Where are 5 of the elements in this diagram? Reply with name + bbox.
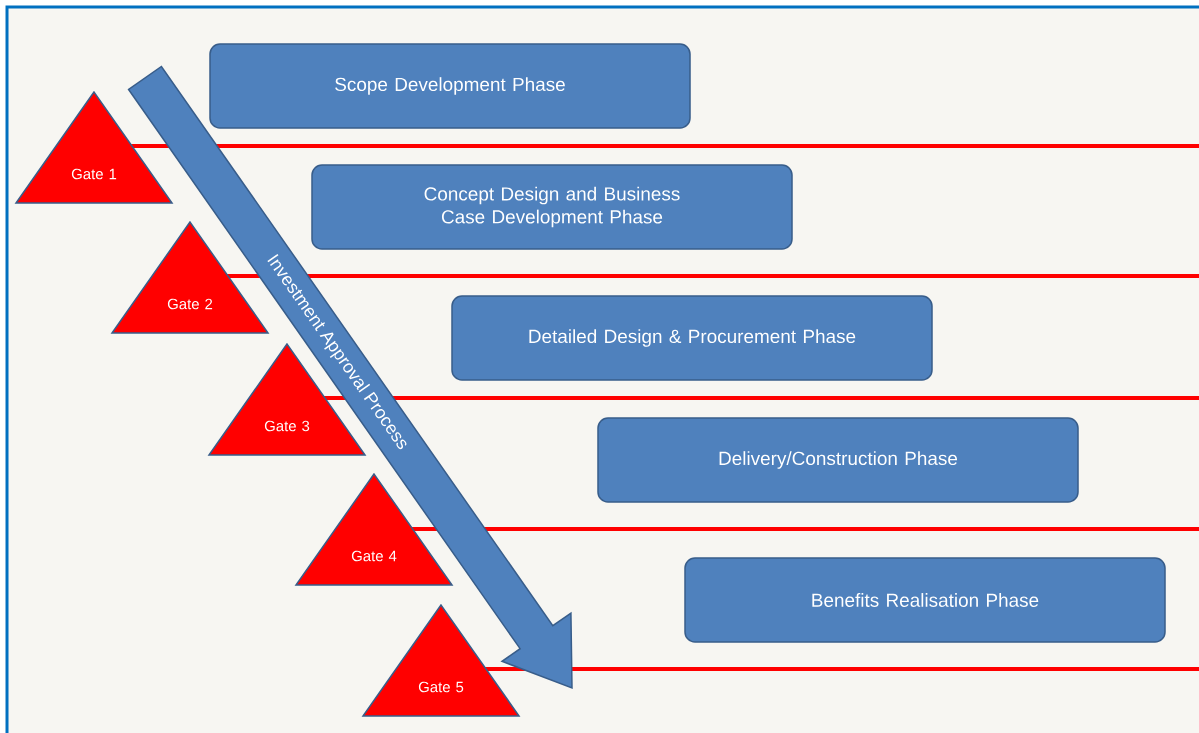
phase-box: Delivery/Construction Phase (597, 417, 1079, 503)
phase-box: Concept Design and Business Case Development Phase (311, 164, 793, 250)
phase-box: Detailed Design & Procurement Phase (451, 295, 933, 381)
phase-box: Benefits Realisation Phase (684, 557, 1166, 643)
phase-box: Scope Development Phase (209, 43, 691, 129)
